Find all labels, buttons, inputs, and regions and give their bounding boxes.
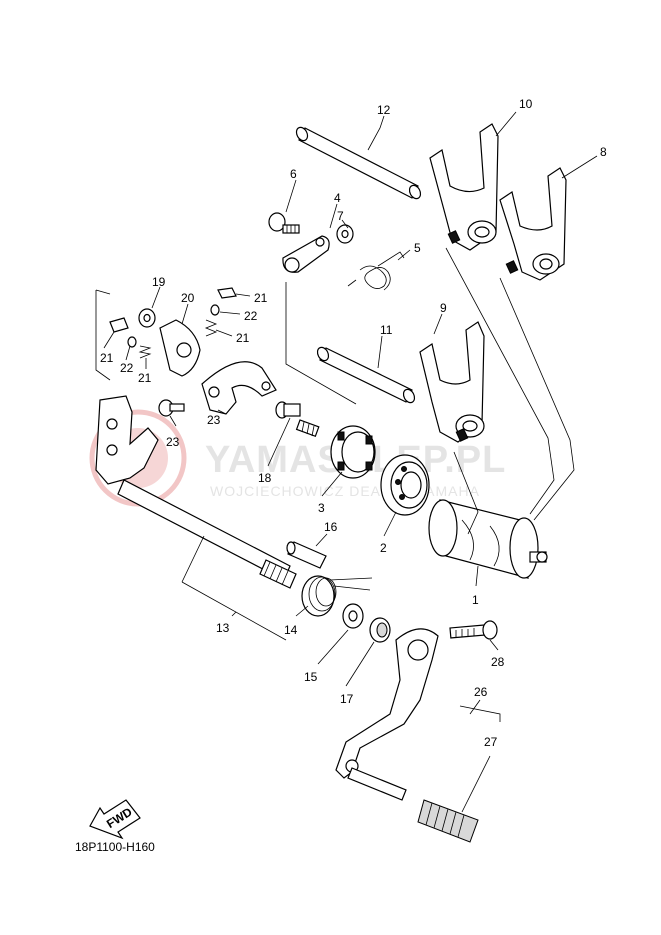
forward-direction-badge: FWD (89, 799, 141, 840)
part-18-stud (275, 401, 320, 438)
part-22-spring-upper (204, 319, 218, 337)
callout-22-upper: 21 (236, 331, 250, 345)
callout-18: 18 (258, 471, 272, 485)
part-20-stopper-lever (159, 319, 201, 377)
part-3-segment (330, 425, 376, 479)
part-23-pin-upper (210, 304, 220, 316)
part-13-shift-shaft (95, 395, 297, 589)
callout-3: 3 (318, 501, 325, 515)
part-23-pin-lower (127, 336, 137, 348)
callout-16: 16 (324, 520, 338, 534)
diagram-code: 18P1100-H160 (75, 840, 155, 854)
part-10-shift-fork (429, 123, 499, 251)
callout-15: 15 (304, 670, 318, 684)
callout-20: 20 (181, 291, 195, 305)
part-17-oil-seal (369, 617, 391, 643)
part-15-washer (342, 603, 364, 629)
callout-28: 28 (491, 655, 505, 669)
callout-8: 8 (600, 145, 607, 159)
callout-2: 2 (380, 541, 387, 555)
callout-17: 17 (340, 692, 354, 706)
part-7-washer (336, 224, 354, 244)
callout-6: 6 (290, 167, 297, 181)
callout-22-lower: 21 (138, 371, 152, 385)
leader-lines (95, 111, 598, 813)
callout-23-lower: 22 (120, 361, 134, 375)
watermark-sub-text: WOJCIECHOWICZ DEALER YAMAHA (210, 483, 480, 499)
callout-27: 27 (484, 735, 498, 749)
part-1-shift-drum (428, 499, 548, 579)
part-16-collar (286, 541, 327, 569)
callout-5: 5 (414, 241, 421, 255)
callout-23-upper: 22 (244, 309, 258, 323)
part-21-pin-upper (217, 287, 237, 299)
callout-21-lower: 21 (100, 351, 114, 365)
callout-24: 23 (207, 413, 221, 427)
part-25-bolt (158, 399, 185, 417)
part-19-washer (138, 308, 156, 328)
part-5-torsion-spring (347, 251, 405, 291)
part-28-bolt (449, 620, 498, 640)
callout-1: 1 (472, 593, 479, 607)
part-6-bolt (268, 212, 300, 234)
callout-7: 7 (337, 209, 344, 223)
part-9-shift-fork (419, 321, 485, 443)
part-22-spring-lower (138, 345, 152, 359)
part-14-return-spring (301, 575, 373, 617)
part-12-shift-fork-guide-bar (295, 126, 422, 200)
callout-13: 13 (216, 621, 230, 635)
callout-4: 4 (334, 191, 341, 205)
part-4-shift-arm (282, 235, 330, 273)
callout-21-upper: 21 (254, 291, 268, 305)
callout-labels: 12 10 8 6 4 7 5 9 11 19 20 21 22 21 21 2… (100, 97, 607, 749)
callout-14: 14 (284, 623, 298, 637)
part-26-shift-pedal (335, 628, 439, 801)
part-21-pin-lower (109, 317, 129, 333)
callout-26: 26 (474, 685, 488, 699)
callout-10: 10 (519, 97, 533, 111)
part-8-shift-fork (499, 167, 567, 281)
callout-12: 12 (377, 103, 391, 117)
callout-11: 11 (380, 323, 393, 337)
part-24-guide-plate (201, 361, 277, 415)
part-2-bearing (380, 454, 430, 516)
part-27-pedal-rubber (417, 799, 479, 843)
callout-19: 19 (152, 275, 166, 289)
callout-9: 9 (440, 301, 447, 315)
part-11-shift-fork-guide-bar (316, 346, 416, 404)
callout-25: 23 (166, 435, 180, 449)
